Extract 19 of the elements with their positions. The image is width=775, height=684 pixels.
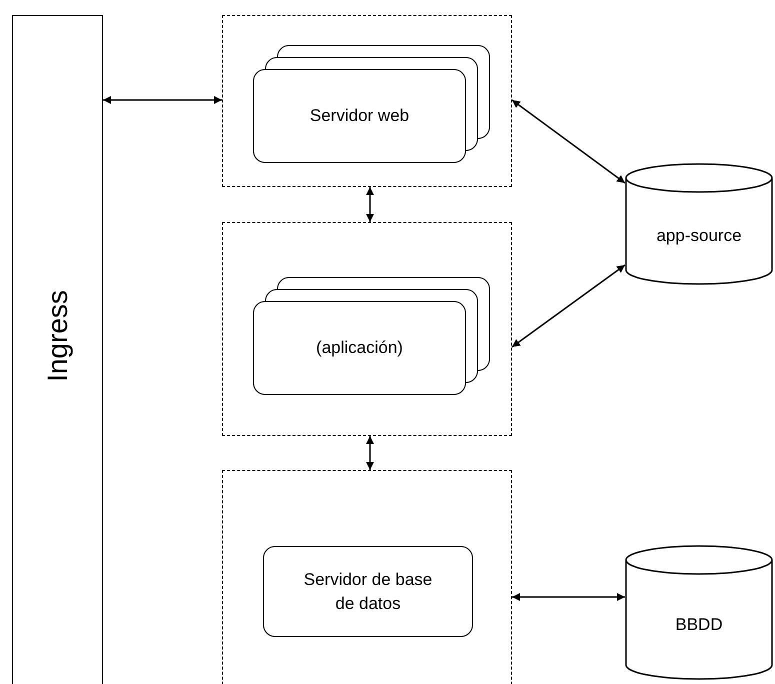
node-label: BBDD [675, 614, 723, 636]
node-label: app-source [656, 225, 742, 248]
service-box [253, 301, 466, 395]
dashed-group [222, 470, 512, 684]
node-label: (aplicación) [316, 337, 403, 360]
node-label: Servidor web [310, 105, 410, 128]
service-box [263, 546, 473, 637]
arrow [512, 264, 626, 348]
node-label: Servidor de base de datos [302, 569, 434, 614]
arrow [366, 436, 374, 470]
ingress-bar [12, 15, 103, 684]
service-box [253, 69, 466, 163]
node-label: Ingress [40, 290, 74, 382]
arrow [103, 96, 222, 104]
arrow [366, 187, 374, 222]
dashed-group [222, 222, 512, 436]
arrow [512, 593, 625, 601]
arrow [512, 99, 626, 184]
dashed-group [222, 15, 512, 187]
